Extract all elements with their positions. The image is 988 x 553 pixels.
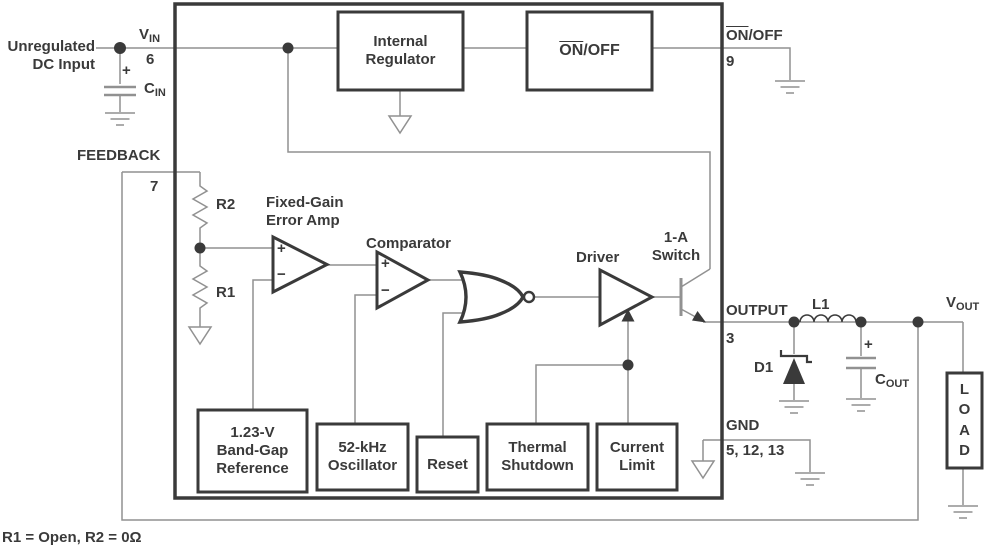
ground-cin [104, 112, 136, 126]
bandgap-block [196, 408, 309, 494]
vout-main: V [946, 294, 957, 311]
vout-sub: OUT [956, 301, 980, 313]
thermal-shutdown-block [485, 422, 590, 492]
d1-schottky-cathode [779, 350, 812, 364]
load-block [945, 371, 984, 470]
onoff-block-on: ON [559, 42, 584, 60]
vin-pin-label: VIN [139, 26, 160, 46]
bandgap-label: 1.23-V Band-Gap Reference [216, 424, 289, 477]
error-amp-plus: + [277, 240, 286, 257]
onoff-pin-on: ON [726, 27, 749, 44]
junction-dot [622, 359, 634, 371]
pin-numbers-gnd: 5, 12, 13 [726, 442, 785, 459]
comparator-triangle [375, 249, 432, 311]
r1-label: R1 [216, 284, 236, 301]
npn-switch-emitter-arrow [692, 311, 706, 323]
comparator-label: Comparator [366, 235, 452, 252]
ground-onoff [774, 80, 806, 94]
junction-dot [788, 316, 800, 328]
ground-internal-regulator [388, 115, 412, 134]
d1-label: D1 [754, 359, 774, 376]
thermal-shutdown-label: Thermal Shutdown [501, 439, 574, 474]
cin-capacitor [104, 85, 136, 97]
onoff-pin-rest: /OFF [748, 27, 783, 44]
oscillator-label: 52-kHz Oscillator [327, 439, 398, 474]
cout-label: COUT [875, 371, 909, 391]
r1-resistor [191, 248, 209, 327]
footnote: R1 = Open, R2 = 0Ω [2, 529, 142, 546]
ic-boundary-box [173, 2, 724, 500]
cin-plus-sign: + [122, 62, 131, 79]
gnd-pin-label: GND [726, 417, 760, 434]
reset-block [415, 435, 480, 494]
load-label: L O A D [958, 381, 971, 459]
ground-gnd-pin [794, 472, 826, 486]
feedback-pin-label: FEEDBACK [77, 147, 161, 164]
vin-sub: IN [149, 33, 161, 45]
pin-number-7: 7 [150, 178, 159, 195]
driver-input-arrow [621, 309, 635, 322]
npn-switch-collector [680, 268, 711, 288]
ground-d1 [778, 400, 810, 414]
ground-load [947, 505, 979, 519]
d1-schottky-anode [783, 358, 805, 384]
oscillator-block [315, 422, 410, 492]
current-limit-label: Current Limit [609, 439, 665, 474]
l1-label: L1 [812, 296, 830, 313]
driver-triangle [598, 267, 656, 328]
junction-dot [194, 242, 206, 254]
wire-onoff-pin [652, 47, 791, 80]
cin-label: CIN [144, 80, 166, 100]
cout-plus-sign: + [864, 336, 873, 353]
nor-gate [457, 270, 525, 324]
wire-collector-rail [287, 48, 711, 269]
wire-driver-control [535, 321, 629, 424]
onoff-block [525, 10, 654, 92]
junction-dot [912, 316, 924, 328]
vout-label: VOUT [946, 294, 979, 314]
ground-r1 [188, 326, 212, 345]
onoff-block-label: ON/OFF [527, 12, 652, 90]
r2-label: R2 [216, 196, 236, 213]
r2-resistor [191, 172, 209, 248]
cin-sub: IN [154, 87, 166, 99]
pin-number-9: 9 [726, 53, 735, 70]
onoff-block-rest: /OFF [583, 42, 620, 60]
ground-cout [845, 398, 877, 412]
cin-main: C [144, 80, 155, 97]
wire-comparator-minus [354, 294, 377, 424]
junction-dot [114, 42, 126, 54]
internal-regulator-label: Internal Regulator [365, 33, 436, 68]
switch-label: 1-A Switch [651, 229, 701, 264]
internal-regulator-block [336, 10, 465, 92]
onoff-pin-label: ON/OFF [726, 27, 783, 45]
comparator-plus: + [381, 255, 390, 272]
pin-number-6: 6 [146, 51, 155, 68]
ground-inside-gnd [691, 460, 715, 479]
comparator-minus: − [381, 282, 390, 299]
vin-main: V [139, 26, 150, 43]
cout-main: C [875, 371, 886, 388]
cout-sub: OUT [885, 378, 910, 390]
cout-capacitor [846, 356, 876, 370]
wire-gnd-pin [702, 439, 811, 472]
reset-label: Reset [427, 455, 468, 473]
output-pin-label: OUTPUT [726, 302, 788, 319]
junction-dot [855, 316, 867, 328]
error-amp-label: Fixed-Gain Error Amp [266, 194, 344, 229]
current-limit-block [595, 422, 679, 492]
l1-inductor [799, 314, 857, 323]
nor-output-bubble [522, 290, 536, 304]
pin-number-3: 3 [726, 330, 735, 347]
error-amp-triangle [271, 234, 331, 295]
driver-label: Driver [576, 249, 620, 266]
error-amp-minus: − [277, 266, 286, 283]
wire-reset-to-gate [442, 312, 463, 437]
wire-feedback-loop [121, 171, 919, 521]
unregulated-input-label: Unregulated DC Input [7, 38, 95, 73]
junction-dot [282, 42, 294, 54]
wire-erroramp-minus [252, 279, 273, 410]
